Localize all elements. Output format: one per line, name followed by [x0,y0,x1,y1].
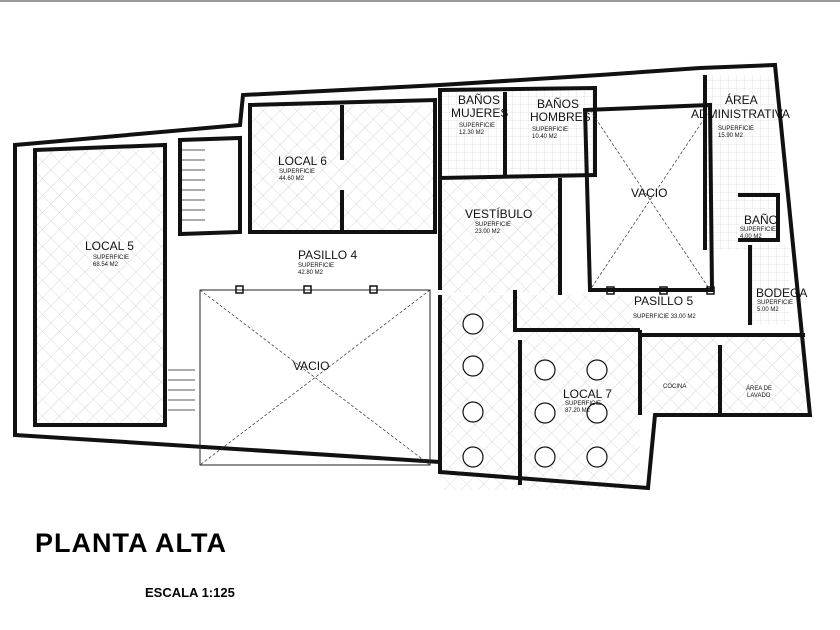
admin-area-label: SUPERFICIE [718,126,754,132]
vestibulo-floor [440,178,560,293]
vacio-right-label: VACIO [631,186,667,200]
admin-label-2: ADMINISTRATIVA [691,107,790,121]
pasillo4-label: PASILLO 4 [298,248,357,262]
vestibulo-area: 23.00 M2 [475,229,501,235]
plan-scale: ESCALA 1:125 [145,585,235,600]
pasillo5-label: PASILLO 5 [634,294,693,308]
admin-area: 15.90 M2 [718,133,744,139]
local6-area: 44.60 M2 [279,176,305,182]
local7-area-label: SUPERFICIE [565,401,601,407]
banos-hombres-area: 10.40 M2 [532,134,558,140]
stairs-left [168,149,205,411]
vestibulo-label: VESTÍBULO [465,206,532,221]
local5-area-label: SUPERFICIE [93,255,129,261]
cocina-floor [640,335,805,415]
lavado-label-1: ÁREA DE [746,385,772,392]
banos-mujeres-label-1: BAÑOS [458,93,500,107]
vacio-left-label: VACIO [293,359,329,373]
admin-label-1: ÁREA [725,92,758,107]
banos-hombres-label-2: HOMBRES [530,110,591,124]
local5-label: LOCAL 5 [85,239,134,253]
local6-area-label: SUPERFICIE [279,169,315,175]
vestibulo-area-label: SUPERFICIE [475,222,511,228]
local5-floor [35,150,165,425]
local7-label: LOCAL 7 [563,387,612,401]
bodega-floor [750,245,790,325]
lavado-label-2: LAVADO [747,393,771,399]
bano-area: 4.00 M2 [740,234,762,240]
banos-hombres-area-label: SUPERFICIE [532,127,568,133]
cocina-label: COCINA [663,384,686,390]
banos-hombres-label-1: BAÑOS [537,97,579,111]
banos-mujeres-label-2: MUJERES [451,106,508,120]
bano-label: BAÑO [744,213,778,227]
vacio-left-outline [199,289,431,466]
banos-floor [440,90,595,175]
admin-floor [705,75,775,250]
bodega-area-label: SUPERFICIE [757,300,793,306]
interior-walls [33,75,805,485]
pasillo4-area-label: SUPERFICIE [298,263,334,269]
bodega-label: BODEGA [756,286,807,300]
restaurant-tables [462,313,608,468]
bano-area-label: SUPERFICIE [740,227,776,233]
columns [235,285,715,295]
page-top-border [0,0,840,2]
plan-title: PLANTA ALTA [35,528,227,558]
bodega-area: 5.00 M2 [757,307,779,313]
local7-area: 87.20 M2 [565,408,591,414]
pasillo4-area: 42.80 M2 [298,270,324,276]
banos-mujeres-area-label: SUPERFICIE [459,123,495,129]
local5-area: 68.54 M2 [93,262,119,268]
banos-mujeres-area: 12.30 M2 [459,130,485,136]
local6-label: LOCAL 6 [278,154,327,168]
pasillo5-area: SUPERFICIE 33.00 M2 [633,314,696,320]
